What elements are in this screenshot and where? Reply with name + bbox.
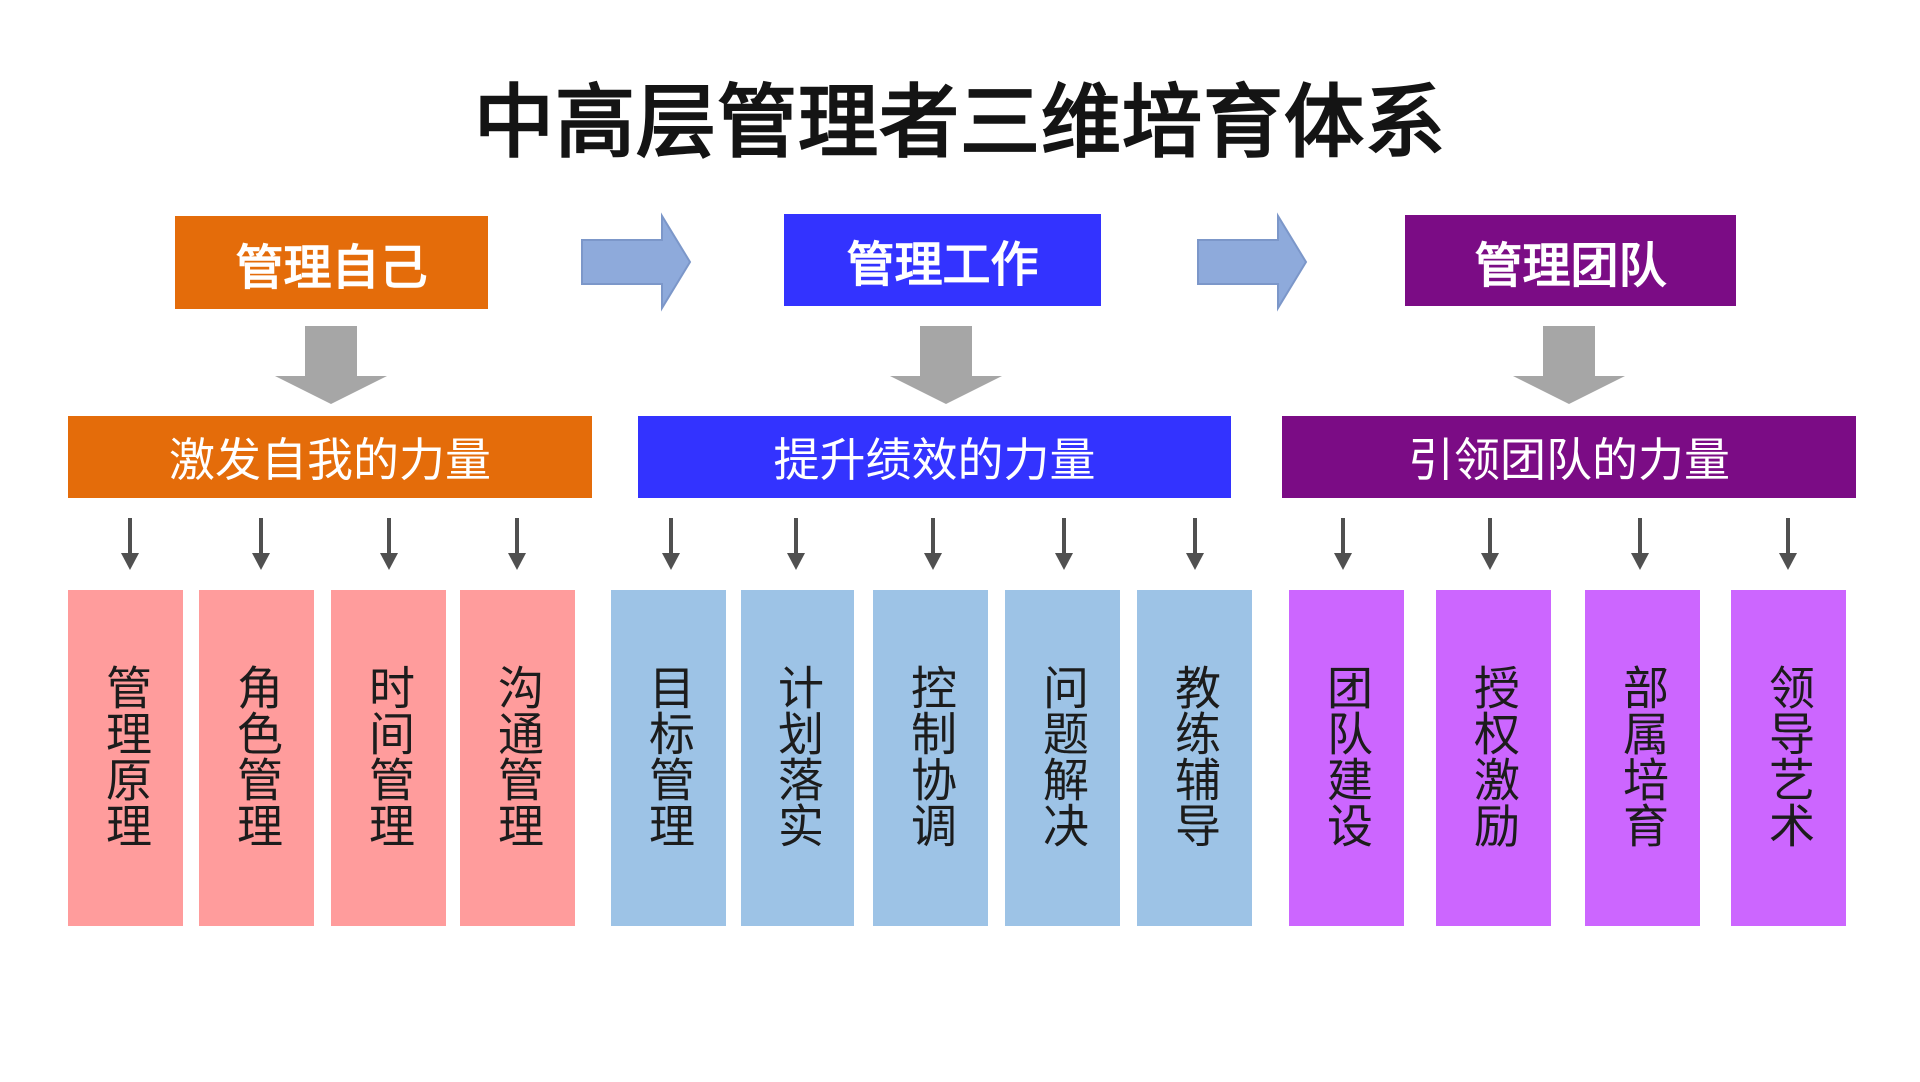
item-column: 部属培育: [1585, 590, 1700, 926]
item-column: 目标管理: [611, 590, 726, 926]
down-arrow-grey-2: [890, 326, 1002, 404]
group-sub-manage-team: 引领团队的力量: [1282, 416, 1856, 498]
group-sub-manage-work: 提升绩效的力量: [638, 416, 1231, 498]
group-head-manage-team: 管理团队: [1405, 215, 1736, 306]
small-down-arrow: [252, 518, 270, 570]
down-arrow-grey-3: [1513, 326, 1625, 404]
group-head-manage-work: 管理工作: [784, 214, 1101, 306]
small-down-arrow: [924, 518, 942, 570]
flow-arrow-right-1: [581, 212, 692, 312]
small-down-arrow: [1186, 518, 1204, 570]
small-down-arrow: [380, 518, 398, 570]
small-down-arrow: [121, 518, 139, 570]
down-arrow-grey-1: [275, 326, 387, 404]
flow-arrow-right-2: [1197, 212, 1308, 312]
item-column: 角色管理: [199, 590, 314, 926]
group-head-manage-self: 管理自己: [175, 216, 488, 309]
small-down-arrow: [1779, 518, 1797, 570]
page-title: 中高层管理者三维培育体系: [474, 76, 1446, 169]
small-down-arrow: [787, 518, 805, 570]
small-down-arrow: [662, 518, 680, 570]
item-column: 授权激励: [1436, 590, 1551, 926]
small-down-arrow: [1055, 518, 1073, 570]
item-column: 管理原理: [68, 590, 183, 926]
item-column: 问题解决: [1005, 590, 1120, 926]
item-column: 控制协调: [873, 590, 988, 926]
small-down-arrows: [121, 518, 1797, 570]
small-down-arrow: [508, 518, 526, 570]
item-column: 沟通管理: [460, 590, 575, 926]
item-column: 教练辅导: [1137, 590, 1252, 926]
small-down-arrow: [1334, 518, 1352, 570]
item-column: 计划落实: [741, 590, 854, 926]
small-down-arrow: [1481, 518, 1499, 570]
small-down-arrow: [1631, 518, 1649, 570]
item-column: 时间管理: [331, 590, 446, 926]
item-column: 领导艺术: [1731, 590, 1846, 926]
group-sub-manage-self: 激发自我的力量: [68, 416, 592, 498]
item-column: 团队建设: [1289, 590, 1404, 926]
